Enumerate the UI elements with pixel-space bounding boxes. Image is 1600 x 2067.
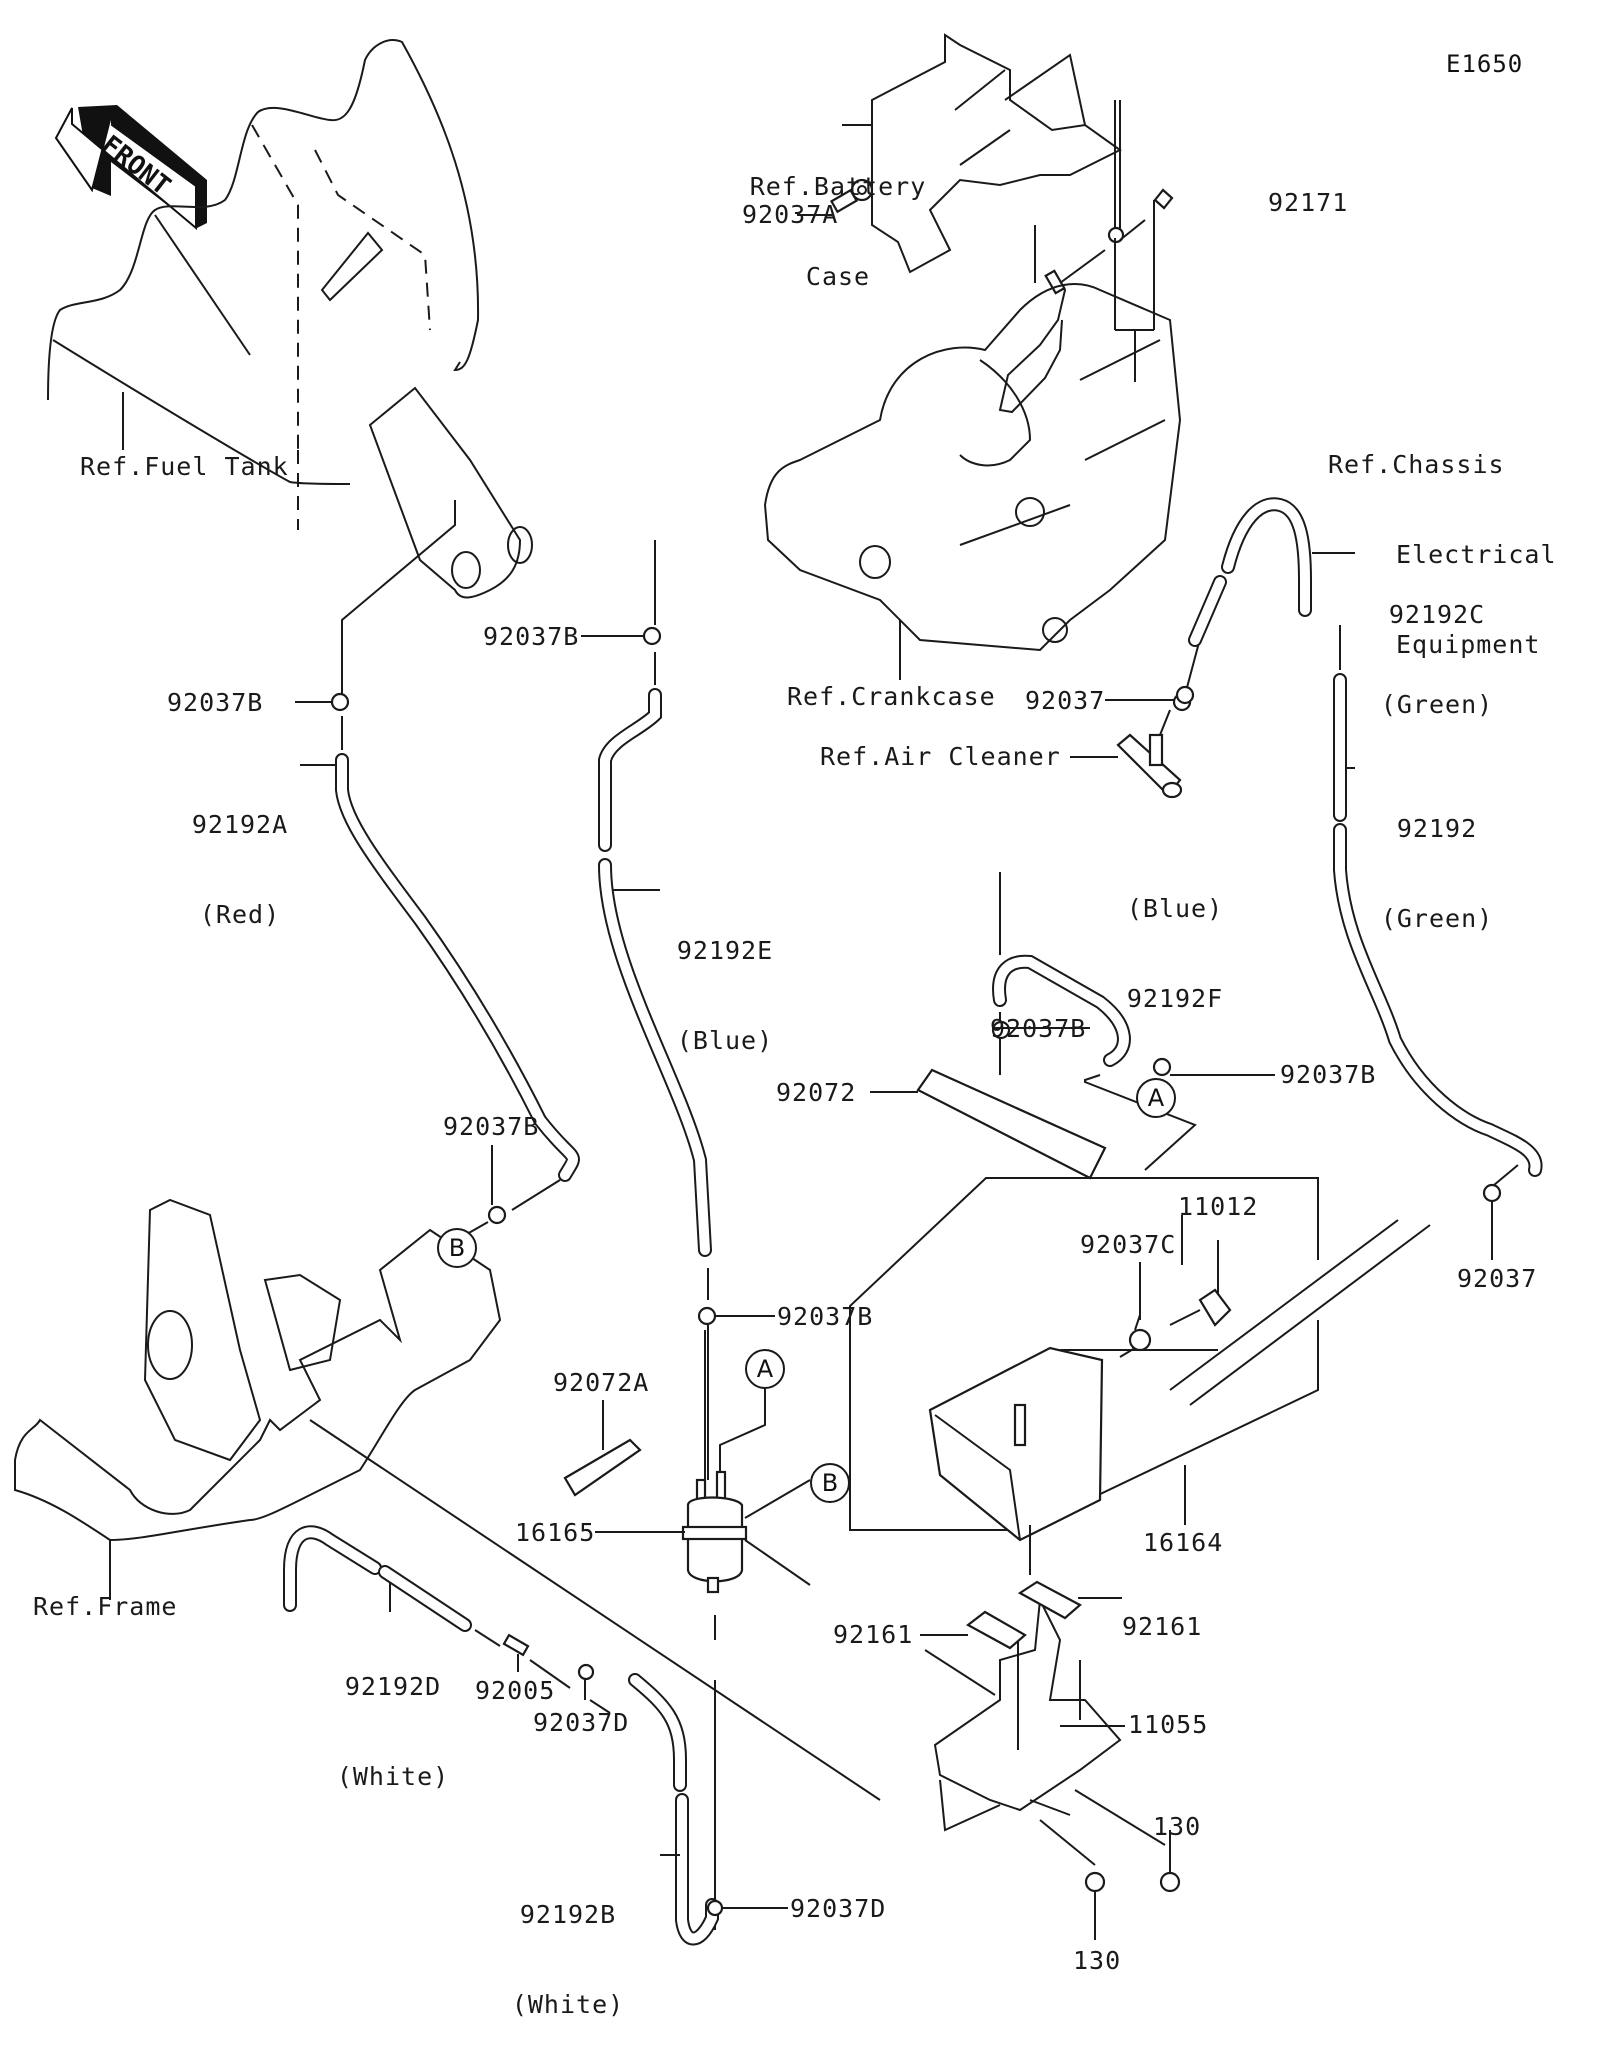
ref-chassis-line3: Equipment	[1396, 630, 1541, 659]
part-label-92037[interactable]: 92037	[1457, 1264, 1538, 1293]
ref-battery-case-line1: Ref.Battery	[749, 172, 927, 201]
part-label-16165[interactable]: 16165	[515, 1518, 596, 1547]
label-leaders	[295, 635, 1493, 1909]
callout-a[interactable]: A	[745, 1349, 785, 1389]
canister-16164-drawing	[928, 1346, 1104, 1542]
part-label-92072A[interactable]: 92072A	[553, 1368, 650, 1397]
strap-92072A-drawing	[563, 1400, 642, 1497]
part-label-92037B[interactable]: 92037B	[483, 622, 580, 651]
diagram-code: E1650	[1446, 50, 1524, 78]
grommet-92037A-icon	[829, 178, 874, 214]
part-color-note: (Red)	[199, 900, 281, 929]
part-number: 92192A	[191, 810, 289, 839]
part-label-92192B[interactable]: 92192B (White)	[503, 1840, 633, 2050]
part-label-92037B[interactable]: 92037B	[167, 688, 264, 717]
part-label-92005[interactable]: 92005	[475, 1676, 556, 1705]
part-number: 92192B	[519, 1900, 617, 1929]
tank-bracket-drawing	[368, 386, 533, 599]
pipe-11012-drawing	[1169, 1288, 1232, 1327]
ref-fuel-tank-label[interactable]: Ref.Fuel Tank	[80, 452, 289, 481]
part-color-note: (Green)	[1380, 690, 1494, 719]
hose-blue-drawing	[598, 540, 712, 1480]
part-label-92072[interactable]: 92072	[776, 1078, 857, 1107]
callout-b[interactable]: B	[437, 1228, 477, 1268]
part-label-92161[interactable]: 92161	[833, 1620, 914, 1649]
part-label-92037B[interactable]: 92037B	[443, 1112, 540, 1141]
part-label-130[interactable]: 130	[1073, 1946, 1122, 1975]
ref-crankcase-label[interactable]: Ref.Crankcase	[787, 682, 996, 711]
part-label-92192[interactable]: 92192 (Green)	[1352, 754, 1522, 964]
part-label-92037A[interactable]: 92037A	[742, 200, 839, 229]
part-color-note: (Blue)	[676, 1026, 774, 1055]
ref-battery-case-label[interactable]: Ref.Battery Case	[748, 112, 928, 322]
part-color-note: (White)	[511, 1990, 625, 2019]
part-label-130[interactable]: 130	[1153, 1812, 1202, 1841]
hose-green-drawing	[1188, 497, 1543, 1191]
battery-case-drawing	[871, 33, 1122, 274]
front-arrow-icon	[54, 105, 207, 231]
ref-frame-label[interactable]: Ref.Frame	[33, 1592, 178, 1621]
part-label-92037D[interactable]: 92037D	[790, 1894, 887, 1923]
part-label-92192F[interactable]: (Blue) 92192F	[1110, 834, 1240, 1044]
strap-92072-drawing	[870, 1068, 1107, 1180]
fuel-tank-drawing	[47, 39, 480, 530]
air-cleaner-fitting-drawing	[1070, 619, 1206, 799]
part-label-16164[interactable]: 16164	[1143, 1528, 1224, 1557]
part-label-92037B[interactable]: 92037B	[990, 1014, 1087, 1043]
pad-92161-left-icon	[920, 1610, 1027, 1696]
part-label-92037B[interactable]: 92037B	[777, 1302, 874, 1331]
bracket-11055-drawing	[933, 1596, 1166, 1866]
part-label-11012[interactable]: 11012	[1178, 1192, 1259, 1221]
callout-b[interactable]: B	[810, 1463, 850, 1503]
ground-wire-drawing	[998, 100, 1174, 414]
part-label-92192C[interactable]: 92192C (Green)	[1352, 540, 1522, 750]
part-label-92192E[interactable]: 92192E (Blue)	[660, 876, 790, 1086]
ref-chassis-line1: Ref.Chassis	[1328, 450, 1505, 479]
part-label-92192D[interactable]: 92192D (White)	[328, 1612, 458, 1822]
part-number: 92192E	[676, 936, 774, 965]
part-label-11055[interactable]: 11055	[1128, 1710, 1209, 1739]
part-label-92037[interactable]: 92037	[1025, 686, 1106, 715]
fuel-filter-16165-drawing	[681, 1330, 811, 1930]
ref-chassis-line2: Electrical	[1396, 540, 1557, 569]
clamp-icon	[330, 626, 1502, 1917]
ref-battery-case-line2: Case	[805, 262, 871, 291]
ref-air-cleaner-label[interactable]: Ref.Air Cleaner	[820, 742, 1061, 771]
part-number: 92192F	[1126, 984, 1224, 1013]
frame-drawing	[14, 1198, 881, 1801]
part-label-92037D[interactable]: 92037D	[533, 1708, 630, 1737]
hose-blue-f-drawing	[992, 954, 1197, 1171]
part-label-92192A[interactable]: 92192A (Red)	[170, 750, 310, 960]
part-label-92037C[interactable]: 92037C	[1080, 1230, 1177, 1259]
callout-a[interactable]: A	[1136, 1078, 1176, 1118]
part-color-note: (Green)	[1380, 904, 1494, 933]
part-number: 92192	[1396, 814, 1478, 843]
hose-red-drawing	[335, 500, 580, 1211]
part-label-92171[interactable]: 92171	[1268, 188, 1349, 217]
bolt-130-lower-icon	[1084, 1871, 1106, 1940]
canister-group-bracket	[849, 1177, 1431, 1531]
pad-92161-right-icon	[1017, 1525, 1122, 1620]
bolt-130-upper-icon	[1159, 1830, 1181, 1893]
part-color-note: (Blue)	[1126, 894, 1224, 923]
crankcase-drawing	[763, 283, 1182, 680]
part-number: 92192C	[1388, 600, 1486, 629]
part-label-92037B[interactable]: 92037B	[1280, 1060, 1377, 1089]
part-color-note: (White)	[336, 1762, 450, 1791]
ref-chassis-electrical-label[interactable]: Ref.Chassis Electrical Equipment	[1328, 390, 1557, 690]
hose-white-drawing	[283, 1525, 719, 1946]
part-number: 92192D	[344, 1672, 442, 1701]
part-label-92161[interactable]: 92161	[1122, 1612, 1203, 1641]
